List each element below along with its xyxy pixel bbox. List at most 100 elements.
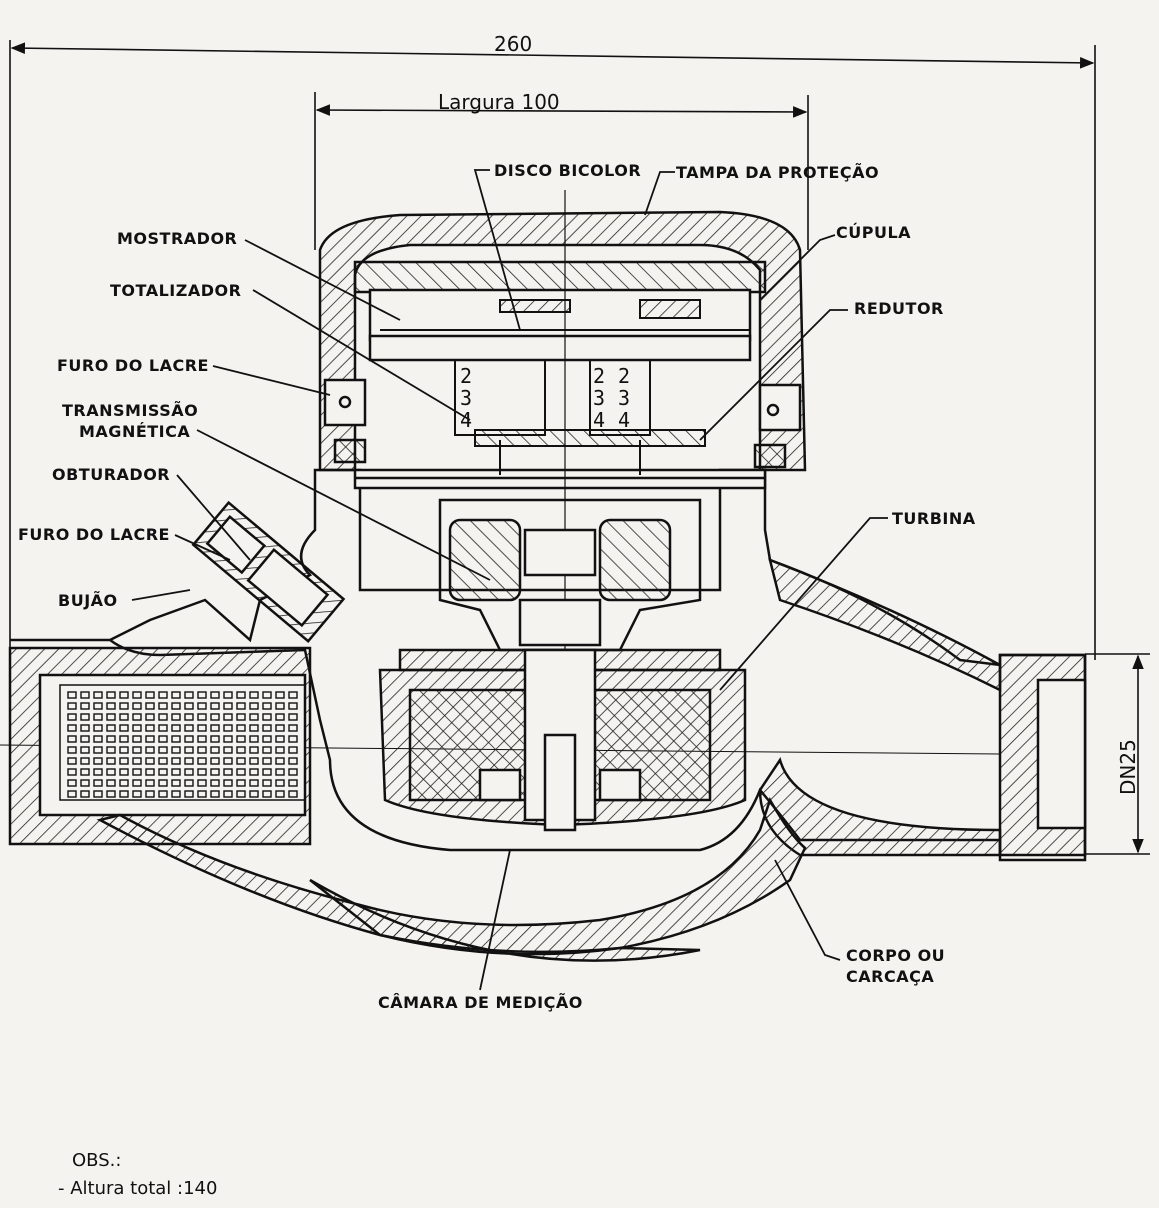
mesh-hole xyxy=(158,735,168,743)
mesh-hole xyxy=(132,691,142,699)
mesh-hole xyxy=(184,713,194,721)
meter-body xyxy=(8,468,1087,962)
mesh-hole xyxy=(236,746,246,754)
mesh-hole xyxy=(236,735,246,743)
mesh-hole xyxy=(106,779,116,787)
mesh-hole xyxy=(236,757,246,765)
mesh-hole xyxy=(262,702,272,710)
mesh-hole xyxy=(184,746,194,754)
mesh-hole xyxy=(158,768,168,776)
mesh-hole xyxy=(210,713,220,721)
mesh-hole xyxy=(106,691,116,699)
mesh-hole xyxy=(80,779,90,787)
mesh-hole xyxy=(106,790,116,798)
mesh-hole xyxy=(158,702,168,710)
mesh-hole xyxy=(158,790,168,798)
mesh-hole xyxy=(132,768,142,776)
mesh-hole xyxy=(288,724,298,732)
mesh-hole xyxy=(67,724,77,732)
mesh-hole xyxy=(67,779,77,787)
mesh-hole xyxy=(158,713,168,721)
label-bujao: BUJÃO xyxy=(58,591,118,610)
strainer xyxy=(59,684,306,801)
svg-text:4: 4 xyxy=(460,408,472,432)
mesh-hole xyxy=(132,702,142,710)
upper-housing xyxy=(318,210,807,490)
mesh-hole xyxy=(145,724,155,732)
mesh-hole xyxy=(184,691,194,699)
mesh-hole xyxy=(80,713,90,721)
mesh-hole xyxy=(93,702,103,710)
mesh-hole xyxy=(145,779,155,787)
label-furo-lacre-lower: FURO DO LACRE xyxy=(18,525,170,544)
mesh-hole xyxy=(132,790,142,798)
mesh-hole xyxy=(249,790,259,798)
notes-total-height: - Altura total :140 xyxy=(58,1178,218,1199)
mesh-hole xyxy=(288,746,298,754)
mesh-hole xyxy=(275,724,285,732)
mesh-hole xyxy=(93,768,103,776)
mesh-hole xyxy=(223,702,233,710)
mesh-hole xyxy=(210,768,220,776)
mesh-hole xyxy=(236,702,246,710)
mesh-hole xyxy=(249,757,259,765)
mesh-hole xyxy=(67,790,77,798)
mesh-hole xyxy=(119,713,129,721)
obturator-plug xyxy=(191,500,346,643)
mesh-hole xyxy=(288,779,298,787)
mesh-hole xyxy=(236,768,246,776)
register-digits-right: 2 3 4 xyxy=(618,364,630,432)
mesh-hole xyxy=(249,702,259,710)
mesh-hole xyxy=(145,746,155,754)
svg-text:2: 2 xyxy=(460,364,472,388)
mesh-hole xyxy=(93,790,103,798)
mesh-hole xyxy=(93,779,103,787)
mesh-hole xyxy=(197,790,207,798)
mesh-hole xyxy=(197,746,207,754)
mesh-hole xyxy=(171,713,181,721)
dimension-overall-length: 260 xyxy=(494,32,533,56)
mesh-hole xyxy=(249,713,259,721)
mesh-hole xyxy=(262,724,272,732)
mesh-hole xyxy=(158,779,168,787)
label-carcaca: CARCAÇA xyxy=(846,967,935,986)
mesh-hole xyxy=(119,735,129,743)
mesh-hole xyxy=(249,768,259,776)
label-tampa-protecao: TAMPA DA PROTEÇÃO xyxy=(676,163,880,182)
mesh-hole xyxy=(171,691,181,699)
mesh-hole xyxy=(236,724,246,732)
mesh-hole xyxy=(145,702,155,710)
label-redutor: REDUTOR xyxy=(854,299,944,318)
mesh-hole xyxy=(210,691,220,699)
mesh-hole xyxy=(197,779,207,787)
mesh-hole xyxy=(262,735,272,743)
mesh-hole xyxy=(132,746,142,754)
mesh-hole xyxy=(119,691,129,699)
mesh-hole xyxy=(106,757,116,765)
mesh-hole xyxy=(275,746,285,754)
label-obturador: OBTURADOR xyxy=(52,465,171,484)
mesh-hole xyxy=(119,790,129,798)
mesh-hole xyxy=(275,702,285,710)
notes-title: OBS.: xyxy=(72,1150,122,1171)
mesh-hole xyxy=(288,713,298,721)
svg-text:3: 3 xyxy=(618,386,630,410)
mesh-hole xyxy=(210,779,220,787)
mesh-hole xyxy=(132,779,142,787)
svg-text:4: 4 xyxy=(618,408,630,432)
turbine-assembly xyxy=(378,498,747,832)
mesh-hole xyxy=(67,691,77,699)
mesh-hole xyxy=(119,757,129,765)
mesh-hole xyxy=(132,757,142,765)
mesh-hole xyxy=(106,746,116,754)
mesh-hole xyxy=(80,724,90,732)
svg-text:2: 2 xyxy=(618,364,630,388)
mesh-hole xyxy=(145,713,155,721)
mesh-hole xyxy=(223,691,233,699)
mesh-hole xyxy=(249,779,259,787)
mesh-hole xyxy=(80,735,90,743)
mesh-hole xyxy=(67,768,77,776)
mesh-hole xyxy=(93,724,103,732)
mesh-hole xyxy=(210,746,220,754)
